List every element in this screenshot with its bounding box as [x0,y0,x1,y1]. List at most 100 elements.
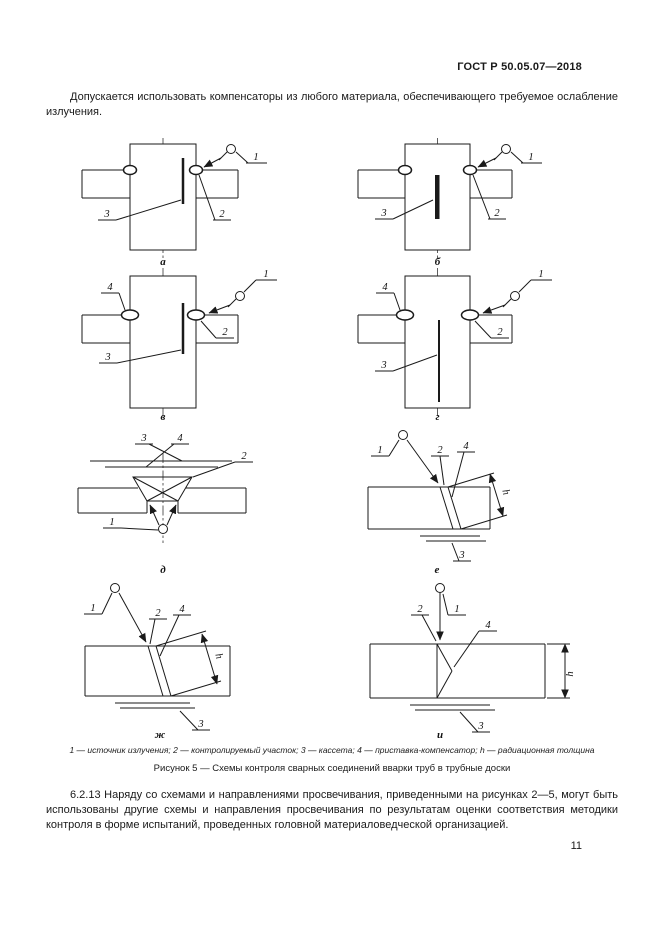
pipe [81,314,239,344]
callout-label: 1 [263,269,268,280]
callout-2: 2 [200,320,234,339]
callout-label: 4 [382,282,388,293]
diagram-i-drawing: 2 1 4 h 3 [369,583,576,741]
radiation-source-icon [158,524,168,534]
cassette-bar [435,175,440,219]
diagram-e-drawing: 1 2 4 h 3 [367,430,511,576]
pipe [357,169,513,199]
callout-3: 3 [98,199,182,221]
pipe [77,487,247,514]
callout-label: 3 [103,209,109,220]
callout-label: 1 [377,445,382,456]
callout-4: 4 [159,604,191,657]
callout-1: 1 [103,517,159,531]
h-dimension: h [155,630,224,697]
doc-number-header: ГОСТ Р 50.05.07—2018 [457,61,582,73]
callout-3: 3 [99,349,182,364]
callout-2: 2 [474,320,509,339]
compensator-ellipses [395,309,480,321]
figure-caption: Рисунок 5 — Схемы контроля сварных соеди… [153,763,511,774]
callout-3: 3 [135,433,183,462]
figure-legend: 1 — источник излучения; 2 — контролируем… [69,745,595,755]
beam-arrow [406,439,439,484]
diagram-sublabel: и [437,729,443,741]
callout-label: 4 [107,282,113,293]
callout-label: 1 [109,517,114,528]
beam-arrow [203,157,222,168]
diagram-b-drawing: 1 2 3 б [357,138,542,268]
callout-label: 4 [463,441,469,452]
clause-paragraph: 6.2.13 Наряду со схемами и направлениями… [46,789,618,832]
callout-3: 3 [179,710,210,731]
callout-label: 3 [458,550,464,561]
diagram-sublabel: б [435,256,441,268]
callout-label: h [212,652,224,660]
callout-2: 2 [198,174,231,221]
callout-3: 3 [375,354,438,372]
diagram-d-drawing: 3 4 2 1 д [77,433,253,576]
callout-1: 1 [518,269,552,293]
h-dimension: h [447,472,511,530]
callout-1: 1 [84,592,113,615]
callout-label: 1 [454,604,459,615]
callout-label: 2 [222,327,228,338]
callout-label: 2 [219,209,225,220]
diagram-zh: 1 2 4 h 3 [60,578,310,742]
callout-label: h [565,671,576,676]
diagram-zh-drawing: 1 2 4 h 3 [84,583,231,741]
callout-3: 3 [459,711,490,733]
beam-arrow [482,304,506,314]
diagram-sublabel: д [160,564,166,576]
diagram-a: 1 2 3 а [60,138,310,268]
callout-4: 4 [376,282,401,311]
diagram-d: 3 4 2 1 д [60,425,310,577]
callout-label: 2 [155,608,161,619]
diagram-sublabel: ж [155,729,166,741]
radiation-source-icon [218,144,236,161]
beam-arrow [118,592,147,643]
callout-label: 2 [494,208,500,219]
weld-joint-ellipses [122,164,204,176]
diagram-g-drawing: 1 4 2 3 г [357,268,552,422]
callout-1: 1 [235,151,267,164]
radiation-source-icon [502,291,520,308]
weld-joint-ellipses [397,164,478,176]
callout-label: 2 [497,327,503,338]
tube [129,275,197,409]
callout-label: 2 [437,445,443,456]
callout-1: 1 [371,439,400,457]
pipe [357,314,513,344]
weld-trapezoid [132,476,193,502]
callout-3: 3 [375,199,434,220]
callout-label: 3 [197,719,203,730]
callout-label: 3 [140,433,146,444]
beam-arrow [208,304,231,314]
h-dimension: h [547,643,576,699]
callout-label: 1 [538,269,543,280]
callout-1: 1 [243,269,277,293]
beam-arrow-left [149,504,160,526]
plate [369,643,546,699]
page-number: 11 [570,840,582,852]
callout-label: 4 [177,433,183,444]
callout-label: 2 [241,451,247,462]
beam-arrow-right [166,504,177,526]
callout-2: 2 [149,608,167,645]
beam-arrow [477,157,497,168]
weld-seam [439,486,462,530]
callout-4: 4 [145,433,189,468]
diagram-e: 1 2 4 h 3 [340,425,590,577]
callout-1: 1 [510,151,542,164]
callout-2: 2 [431,445,449,486]
tube [129,143,197,251]
callout-4: 4 [453,620,497,668]
diagram-sublabel: в [161,411,166,422]
diagram-a-drawing: 1 2 3 а [81,138,267,268]
intro-paragraph: Допускается использовать компенсаторы из… [46,91,618,119]
callout-3: 3 [451,542,471,562]
diagram-v-drawing: 1 4 2 3 в [81,268,277,422]
radiation-source-icon [493,144,511,161]
radiation-source-icon [110,583,120,593]
callout-label: 3 [104,352,110,363]
